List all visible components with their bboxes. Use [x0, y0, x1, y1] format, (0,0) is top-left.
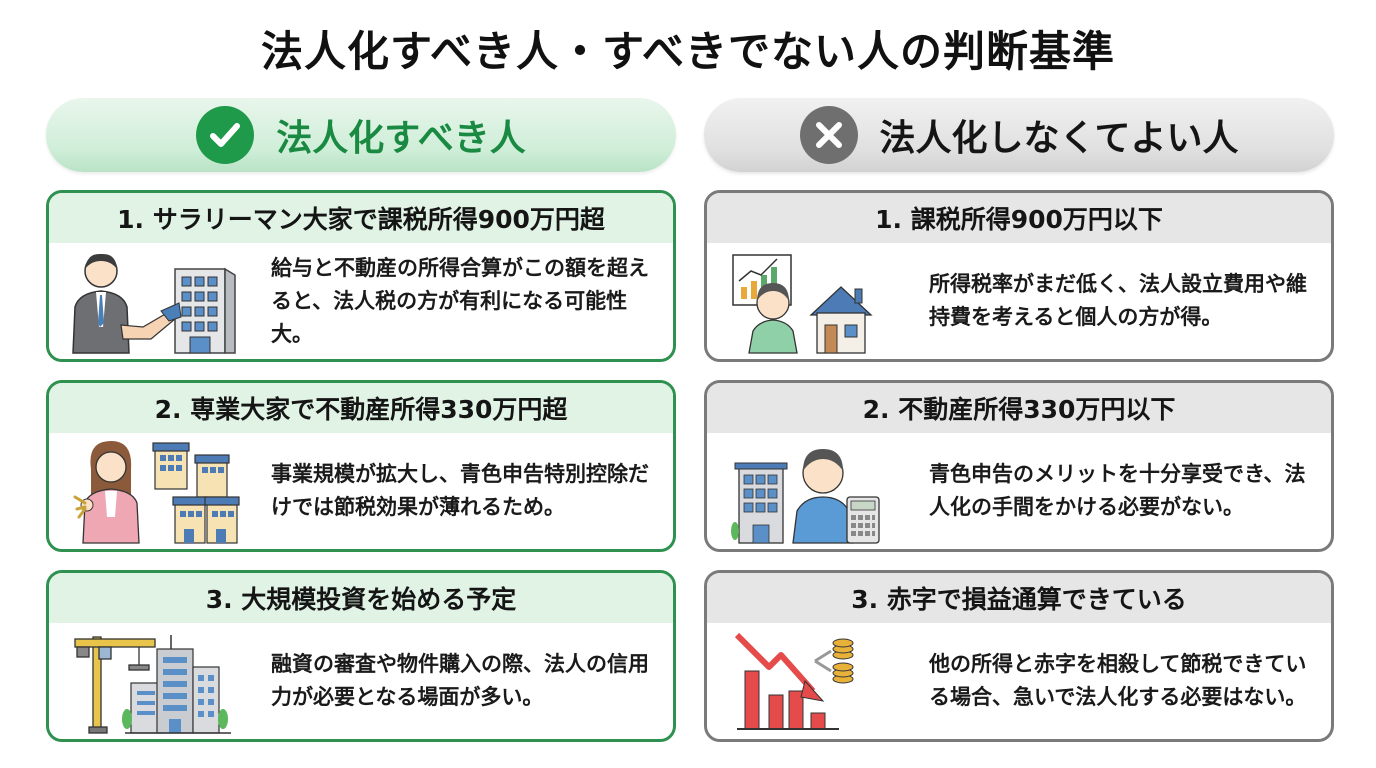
card-description: 所得税率がまだ低く、法人設立費用や維持費を考えると個人の方が得。	[929, 272, 1307, 329]
woman-keys-apartments-icon	[73, 441, 240, 544]
card-heading: 2. 不動産所得330万円以下	[707, 383, 1331, 433]
criteria-card: 1. サラリーマン大家で課税所得900万円超	[46, 190, 676, 362]
should-incorporate-column: 法人化すべき人 1. サラリーマン大家で課税所得900万円超	[46, 98, 676, 760]
check-circle-icon	[196, 106, 255, 164]
building-person-calculator-icon	[731, 449, 880, 544]
card-heading: 3. 赤字で損益通算できている	[707, 573, 1331, 623]
header-label: 法人化しなくてよい人	[879, 118, 1239, 159]
need-not-incorporate-column: 法人化しなくてよい人 1. 課税所得900万円以下 所得税率がまだ低く、法人設立…	[704, 98, 1334, 760]
x-circle-icon	[799, 106, 858, 164]
card-description: 青色申告のメリットを十分享受でき、法人化の手間をかける必要がない。	[929, 462, 1306, 519]
criteria-card: 2. 不動産所得330万円以下	[704, 380, 1334, 552]
header-label: 法人化すべき人	[276, 118, 526, 159]
card-heading: 1. サラリーマン大家で課税所得900万円超	[49, 193, 673, 243]
need-not-incorporate-header: 法人化しなくてよい人	[704, 98, 1334, 172]
person-chart-house-icon	[732, 254, 873, 354]
card-description: 事業規模が拡大し、青色申告特別控除だけでは節税効果が薄れるため。	[271, 462, 649, 519]
should-incorporate-header: 法人化すべき人	[46, 98, 676, 172]
card-description: 他の所得と赤字を相殺して節税できている場合、急いで法人化する必要はない。	[929, 652, 1307, 709]
card-heading: 2. 専業大家で不動産所得330万円超	[49, 383, 673, 433]
criteria-card: 1. 課税所得900万円以下 所得税率がまだ低く、法人設立費用や維持費を考えると…	[704, 190, 1334, 362]
card-heading: 1. 課税所得900万円以下	[707, 193, 1331, 243]
crane-buildings-icon	[74, 635, 231, 734]
card-description: 融資の審査や物件購入の際、法人の信用力が必要となる場面が多い。	[271, 652, 649, 709]
criteria-card: 3. 大規模投資を始める予定	[46, 570, 676, 742]
card-heading: 3. 大規模投資を始める予定	[49, 573, 673, 623]
declining-chart-coins-icon	[734, 632, 854, 730]
criteria-card: 2. 専業大家で不動産所得330万円超	[46, 380, 676, 552]
businessman-handshake-icon	[72, 253, 236, 354]
criteria-card: 3. 赤字で損益通算できている 他の所得と赤字を相殺して節税できている場合、急い…	[704, 570, 1334, 742]
card-description: 給与と不動産の所得合算がこの額を超えると、法人税の方が有利になる可能性大。	[271, 255, 649, 346]
page-title: 法人化すべき人・すべきでない人の判断基準	[260, 27, 1116, 76]
